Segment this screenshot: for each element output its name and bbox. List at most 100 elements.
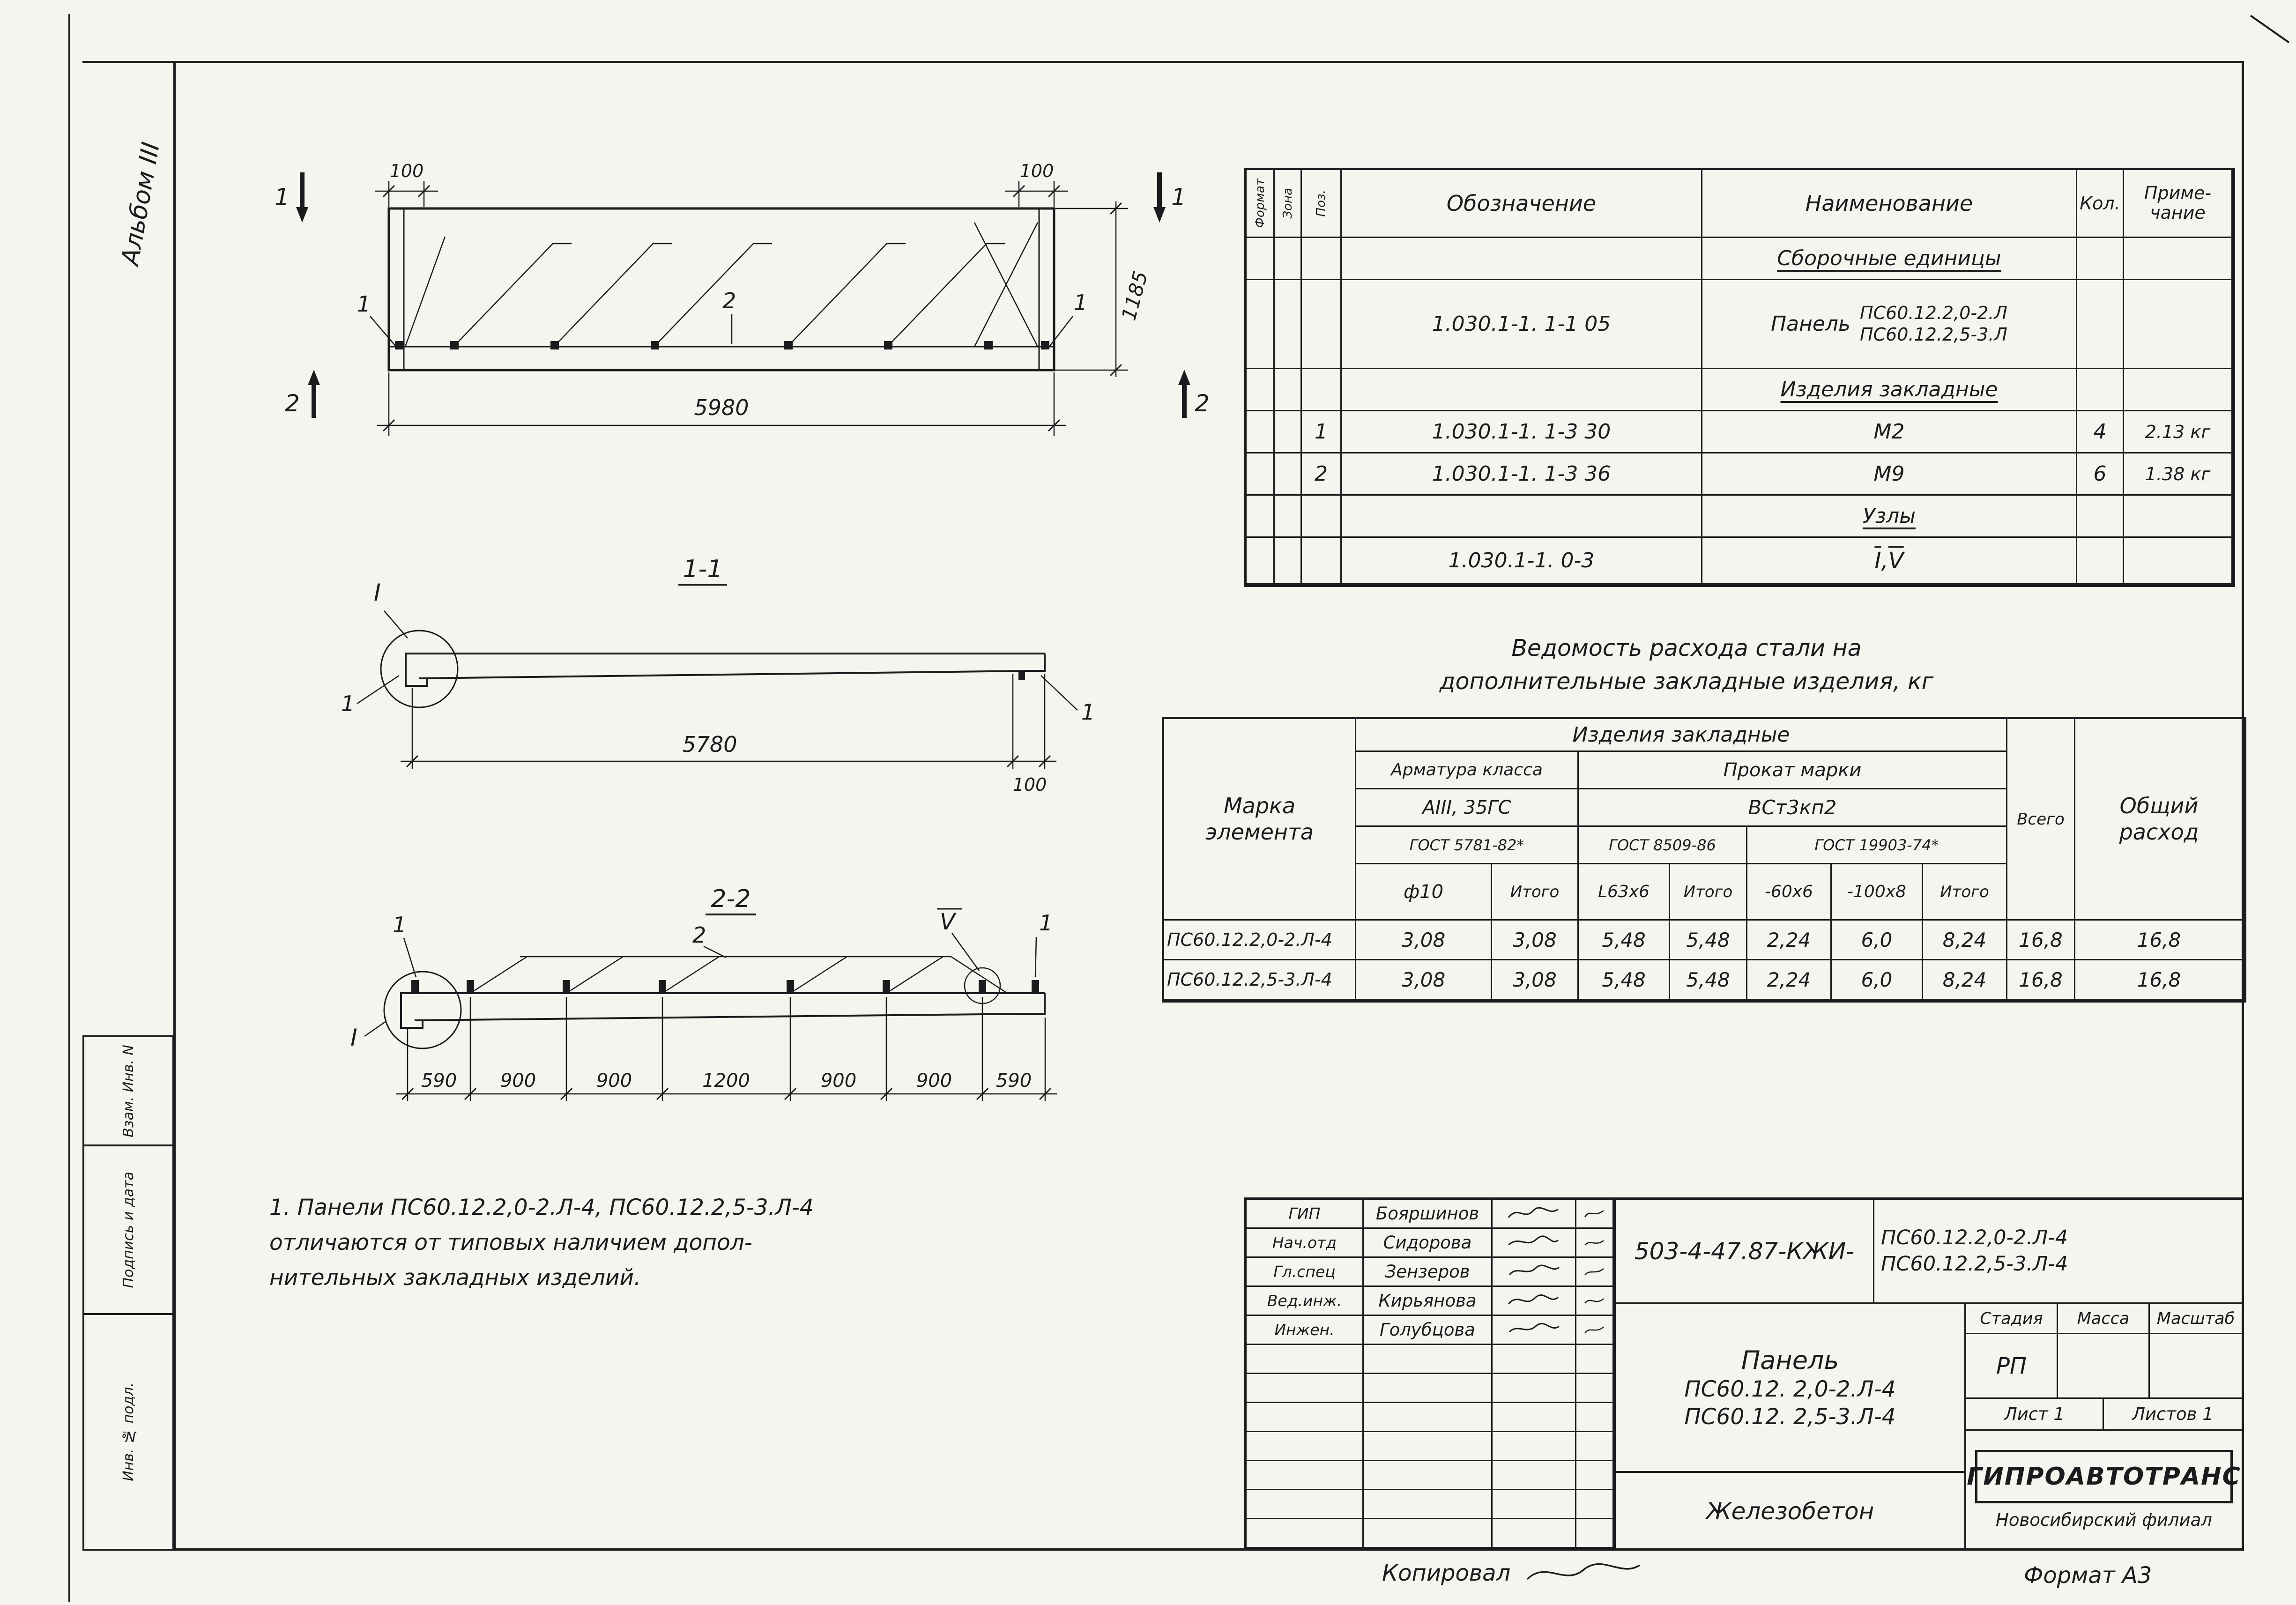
section-title: 1-1 bbox=[683, 555, 723, 583]
cell bbox=[1493, 1403, 1576, 1432]
cell bbox=[1364, 1490, 1493, 1519]
group-embedded-header: Изделия закладные bbox=[1356, 719, 2007, 752]
value-cell: 3,08 bbox=[1492, 921, 1579, 960]
corner-tick bbox=[2250, 15, 2290, 44]
cell bbox=[1364, 1461, 1493, 1490]
signer-name: Сидорова bbox=[1364, 1229, 1493, 1258]
cell bbox=[2077, 496, 2124, 538]
gost-sheet: ГОСТ 19903-74* bbox=[1747, 827, 2007, 864]
cell bbox=[2077, 538, 2124, 585]
cell bbox=[1493, 1432, 1576, 1461]
cell bbox=[1275, 369, 1302, 411]
row-designation: 1.030.1-1. 1-3 36 bbox=[1342, 453, 1702, 496]
header-pos: Поз. bbox=[1302, 170, 1342, 238]
info-column: Стадия Масса Масштаб РП Лист 1 Листов 1 bbox=[1966, 1304, 2242, 1549]
cell bbox=[1247, 280, 1275, 369]
stage-value: РП bbox=[1966, 1334, 2058, 1397]
node-ref-V: V bbox=[1888, 547, 1904, 574]
cut-label-2-br: 2 bbox=[1195, 390, 1210, 417]
row-qty: 4 bbox=[2077, 411, 2124, 453]
panel-name-prefix: Панель bbox=[1771, 312, 1850, 336]
cell bbox=[1247, 496, 1275, 538]
signer-role: ГИП bbox=[1247, 1200, 1364, 1229]
cut-label-2-bl: 2 bbox=[285, 390, 300, 417]
panel-mark-2: ПС60.12.2,5-3.Л bbox=[1860, 324, 2007, 345]
cell bbox=[2124, 280, 2233, 369]
rebar-group-header: Арматура класса bbox=[1356, 752, 1579, 789]
cut-label-1-tr: 1 bbox=[1171, 184, 1186, 211]
signature bbox=[1493, 1229, 1576, 1258]
leader-label-1-left: 1 bbox=[357, 291, 371, 317]
row-name: М2 bbox=[1702, 411, 2077, 453]
subcol-itogo-1: Итого bbox=[1492, 864, 1579, 921]
cut-label-1-tl: 1 bbox=[275, 184, 290, 211]
dimension-lines bbox=[396, 997, 1057, 1101]
section-2-2-view: 2-2 bbox=[350, 885, 1057, 1101]
header-zone: Зона bbox=[1275, 170, 1302, 238]
section-assembly-units: Сборочные единицы bbox=[1702, 238, 2077, 280]
stage-label: Стадия bbox=[1966, 1304, 2058, 1333]
rebar-class: АIII, 35ГС bbox=[1356, 789, 1579, 827]
sheets-row: Лист 1 Листов 1 bbox=[1966, 1399, 2242, 1431]
cell bbox=[1275, 496, 1302, 538]
detail-label-I: I bbox=[350, 1024, 357, 1051]
signature-date bbox=[1576, 1287, 1614, 1316]
panel-name: Панель ПС60.12.2,0-2.Л ПС60.12.2,5-3.Л bbox=[1702, 280, 2077, 369]
header-name: Наименование bbox=[1702, 170, 2077, 238]
rib-lines bbox=[470, 956, 1008, 994]
subcol-strip-100: -100x8 bbox=[1832, 864, 1923, 921]
stamp-podpis-data: Подпись и дата bbox=[82, 1144, 174, 1315]
cell bbox=[1364, 1374, 1493, 1403]
gost-angle: ГОСТ 8509-86 bbox=[1579, 827, 1747, 864]
cell bbox=[1247, 411, 1275, 453]
value-cell: 6,0 bbox=[1832, 960, 1923, 1000]
dim-900-4: 900 bbox=[916, 1070, 952, 1092]
copied-label: Копировал bbox=[1382, 1560, 1511, 1586]
cell bbox=[1364, 1345, 1493, 1374]
title-column: Панель ПС60.12. 2,0-2.Л-4 ПС60.12. 2,5-3… bbox=[1616, 1304, 1966, 1549]
header-format: Формат bbox=[1247, 170, 1275, 238]
cell bbox=[1247, 538, 1275, 585]
value-cell: 3,08 bbox=[1356, 921, 1492, 960]
document-marks: ПС60.12.2,0-2.Л-4 ПС60.12.2,5-3.Л-4 bbox=[1881, 1226, 2068, 1276]
cell bbox=[1275, 411, 1302, 453]
signer-role: Вед.инж. bbox=[1247, 1287, 1364, 1316]
value-cell: 5,48 bbox=[1579, 960, 1670, 1000]
leader-label-1-left: 1 bbox=[393, 912, 406, 937]
signature bbox=[1493, 1258, 1576, 1287]
specification-table: Формат Зона Поз. Обозначение Наименовани… bbox=[1244, 168, 2235, 587]
signer-role: Инжен. bbox=[1247, 1316, 1364, 1345]
section-1-1-view: 1-1 I 1 1 5780 100 bbox=[341, 555, 1095, 795]
dim-1200: 1200 bbox=[702, 1070, 750, 1092]
format-label: Формат А3 bbox=[2024, 1562, 2152, 1589]
drawing-title: Панель ПС60.12. 2,0-2.Л-4 ПС60.12. 2,5-3… bbox=[1684, 1345, 1896, 1430]
stamp-vzam-inv: Взам. Инв. N bbox=[82, 1035, 174, 1146]
cell bbox=[2124, 538, 2233, 585]
album-label: Альбом III bbox=[116, 140, 166, 268]
note-block: 1. Панели ПС60.12.2,0-2.Л-4, ПС60.12.2,5… bbox=[269, 1190, 1136, 1296]
cell bbox=[1364, 1432, 1493, 1461]
detail-circle-I bbox=[380, 630, 459, 708]
organization-cell: ГИПРОАВТОТРАНС Новосибирский филиал bbox=[1966, 1431, 2242, 1549]
signature bbox=[1493, 1200, 1576, 1229]
row-pos: 1 bbox=[1302, 411, 1342, 453]
detail-circle-I bbox=[383, 971, 462, 1049]
dim-900-3: 900 bbox=[821, 1070, 856, 1092]
dim-100-left: 100 bbox=[390, 161, 424, 181]
material-label: Железобетон bbox=[1616, 1471, 1964, 1549]
slab-profile bbox=[405, 653, 1046, 687]
stamp-label: Инв. № подл. bbox=[120, 1382, 137, 1481]
signer-name: Голубцова bbox=[1364, 1316, 1493, 1345]
cell bbox=[2077, 369, 2124, 411]
sheets-total: Листов 1 bbox=[2132, 1404, 2214, 1424]
signer-name: Кирьянова bbox=[1364, 1287, 1493, 1316]
cell bbox=[1247, 1432, 1364, 1461]
mass-value bbox=[2058, 1334, 2150, 1397]
dim-900-1: 900 bbox=[500, 1070, 536, 1092]
cell bbox=[1247, 1345, 1364, 1374]
top-border-extension bbox=[82, 61, 176, 63]
embedded-plate-mark bbox=[1018, 671, 1025, 680]
signature-date bbox=[1576, 1258, 1614, 1287]
row-pos: 2 bbox=[1302, 453, 1342, 496]
